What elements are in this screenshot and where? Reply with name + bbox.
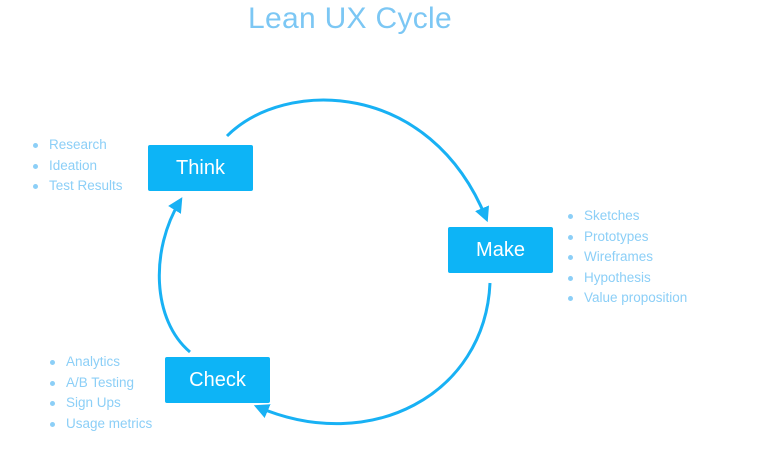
list-item: Analytics [48,352,152,373]
list-item: Wireframes [566,247,687,268]
stage-check-box: Check [165,357,270,403]
stage-make-label: Make [476,238,525,261]
list-item: Ideation [31,156,123,177]
stage-think-box: Think [148,145,253,191]
list-item: Value proposition [566,288,687,309]
list-item: Prototypes [566,227,687,248]
list-item: Usage metrics [48,414,152,435]
arrow-think-to-make [225,98,489,223]
arrow-check-to-think [157,197,191,354]
arrow-make-to-check [253,282,492,426]
list-item: Test Results [31,176,123,197]
list-item: Sign Ups [48,393,152,414]
stage-think-label: Think [176,156,225,179]
list-item: Hypothesis [566,268,687,289]
stage-check-label: Check [189,368,246,391]
stage-make-box: Make [448,227,553,273]
make-bullet-list: Sketches Prototypes Wireframes Hypothesi… [566,206,687,309]
list-item: A/B Testing [48,373,152,394]
check-bullet-list: Analytics A/B Testing Sign Ups Usage met… [48,352,152,434]
list-item: Sketches [566,206,687,227]
list-item: Research [31,135,123,156]
diagram-title: Lean UX Cycle [248,2,452,35]
think-bullet-list: Research Ideation Test Results [31,135,123,197]
